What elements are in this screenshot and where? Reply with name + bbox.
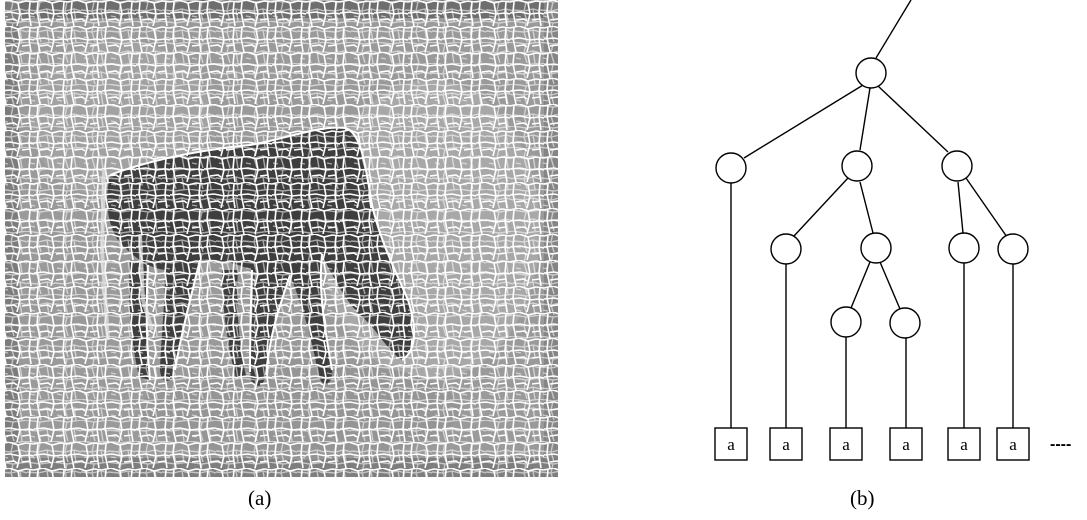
leaf-box	[947, 427, 981, 461]
continuation-dashes: ----	[1050, 436, 1071, 453]
tree-node	[860, 232, 892, 264]
edge	[877, 85, 949, 153]
leaf-box	[714, 427, 748, 461]
tree-node	[715, 152, 747, 184]
edge	[957, 181, 964, 234]
leaf-label: a	[782, 435, 790, 454]
tree-node	[830, 306, 862, 338]
leaf-box	[769, 427, 803, 461]
leaf-label: a	[727, 435, 735, 454]
tree-node	[948, 232, 980, 264]
tree-node-root	[855, 57, 887, 89]
leaf-label: a	[1009, 435, 1017, 454]
edge	[859, 87, 871, 151]
edge	[793, 177, 849, 237]
segmentation-image	[5, 0, 558, 477]
leaf-box	[996, 427, 1030, 461]
leaf-label: a	[902, 435, 910, 454]
caption-b: (b)	[850, 486, 875, 510]
tree-node	[941, 150, 973, 182]
edge	[965, 177, 1008, 238]
tree-node	[997, 233, 1029, 265]
edge	[859, 181, 874, 234]
leaf-box	[889, 427, 923, 461]
caption-a: (a)	[248, 486, 272, 510]
edge	[850, 261, 871, 309]
edge	[879, 261, 901, 310]
tree-node	[841, 150, 873, 182]
leaf-box	[829, 427, 863, 461]
edge	[743, 81, 869, 159]
tree-diagram: a a a a a a ----	[714, 0, 1071, 461]
edge	[875, 0, 912, 59]
tree-node	[770, 233, 802, 265]
tree-node	[889, 307, 921, 339]
leaf-label: a	[960, 435, 968, 454]
leaf-label: a	[842, 435, 850, 454]
